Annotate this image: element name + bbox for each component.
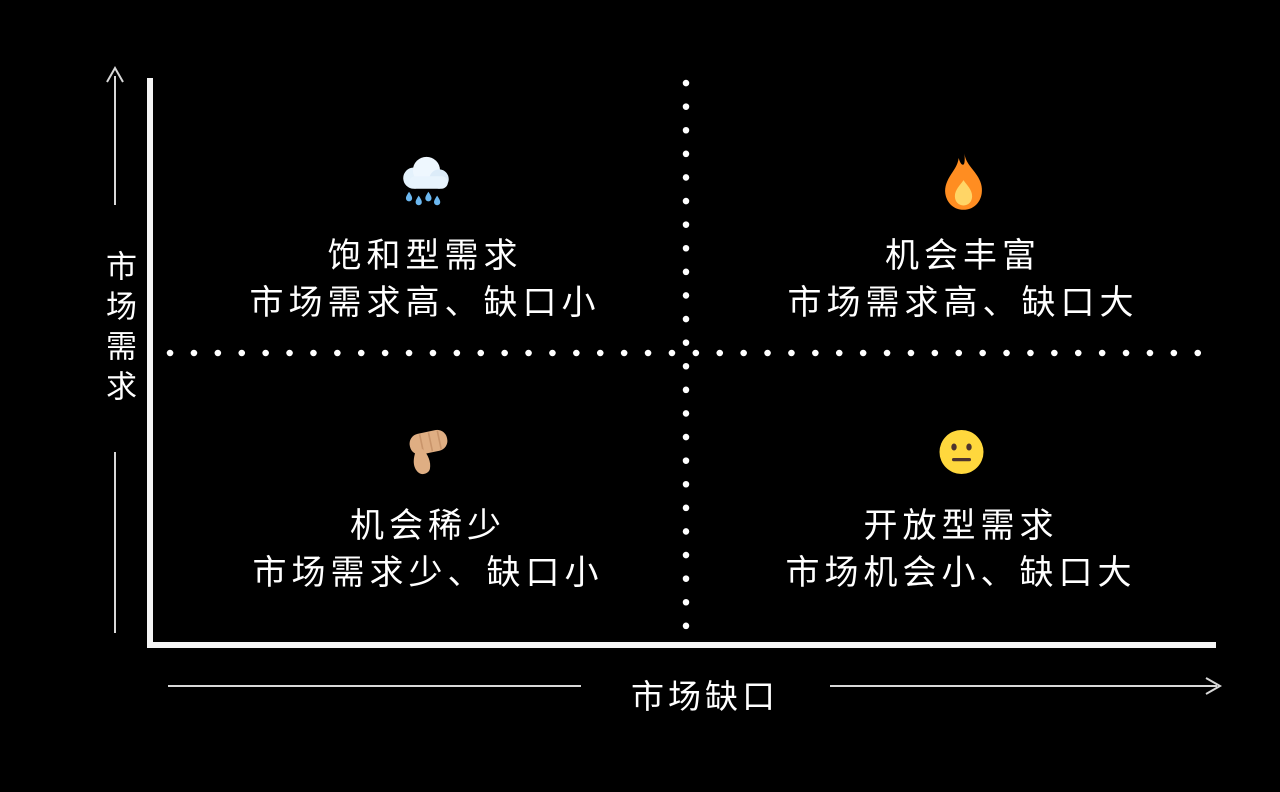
- rain-cloud-icon: [394, 150, 456, 214]
- quadrant-top-left: 饱和型需求 市场需求高、缺口小: [250, 150, 601, 324]
- fire-icon: [940, 150, 986, 214]
- quadrant-subtitle: 市场需求少、缺口小: [252, 553, 604, 592]
- x-arrow-head: [1205, 677, 1223, 695]
- quadrant-subtitle: 市场需求高、缺口大: [787, 283, 1139, 322]
- quadrant-title: 机会丰富: [885, 237, 1041, 275]
- quadrant-subtitle: 市场机会小、缺口大: [785, 553, 1137, 592]
- thumbs-down-icon: [400, 420, 456, 484]
- quadrant-title: 机会稀少: [350, 507, 506, 545]
- y-axis-label: 市场需求: [101, 250, 136, 410]
- quadrant-title: 开放型需求: [863, 507, 1059, 545]
- neutral-face-icon: [937, 420, 985, 484]
- quadrant-top-right: 机会丰富 市场需求高、缺口大: [788, 150, 1139, 324]
- quadrant-subtitle: 市场需求高、缺口小: [249, 283, 601, 322]
- x-axis-label: 市场缺口: [631, 678, 779, 715]
- quadrant-title: 饱和型需求: [327, 237, 523, 275]
- y-arrow-head: [106, 65, 124, 83]
- quadrant-bottom-left: 机会稀少 市场需求少、缺口小: [253, 420, 604, 594]
- quadrant-bottom-right: 开放型需求 市场机会小、缺口大: [786, 420, 1137, 594]
